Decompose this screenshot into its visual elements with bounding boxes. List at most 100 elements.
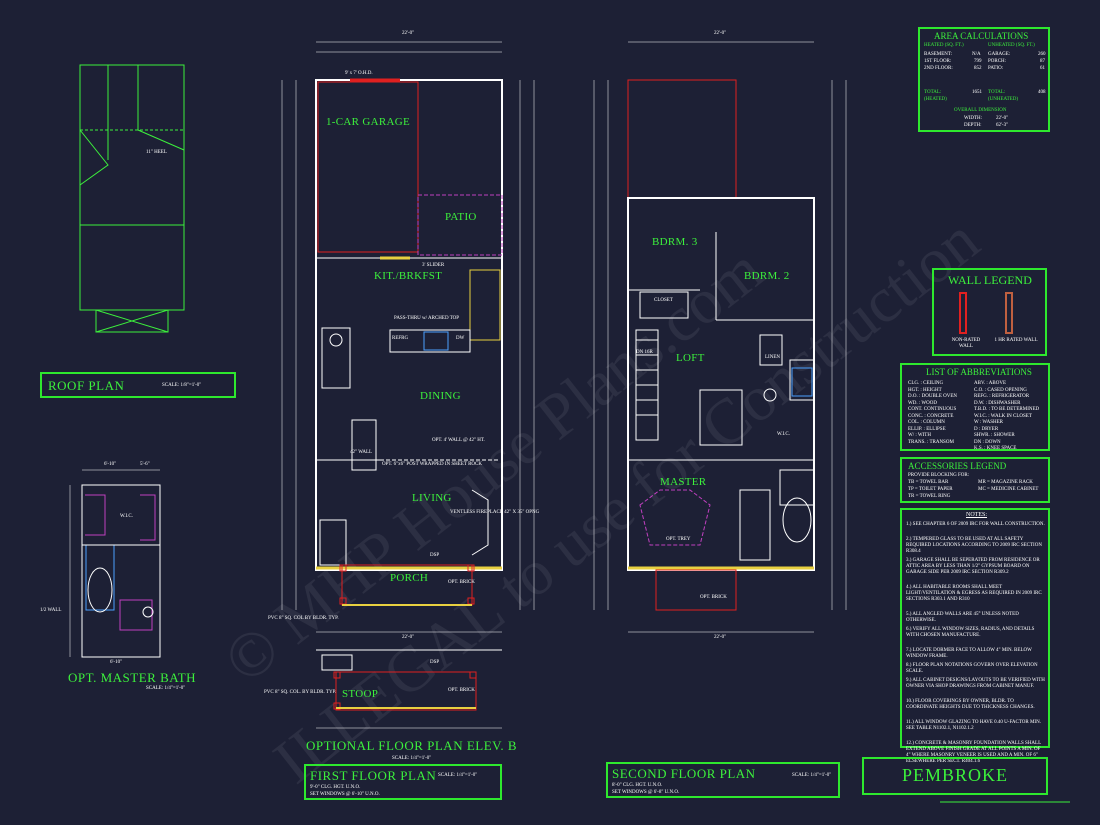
ff-overall-width: 22'-0"	[402, 31, 415, 36]
note-item-11: 11.) ALL WINDOW GLAZING TO HAVE 0.40 U-F…	[906, 720, 1041, 731]
abbreviation-right-8: D : DRYER	[974, 426, 999, 432]
note-item-8: 8.) FLOOR PLAN NOTATIONS GOVERN OVER ELE…	[906, 663, 1038, 674]
accessories-box: ACCESSORIES LEGEND PROVIDE BLOCKING FOR:…	[900, 457, 1050, 503]
ff-note-dsp: DSP	[430, 553, 440, 558]
wall-legend-title: WALL LEGEND	[948, 273, 1032, 287]
accessories-intro: PROVIDE BLOCKING FOR:	[908, 473, 970, 478]
unheated-row-2-value: 87	[1040, 59, 1045, 64]
heated-row-2-value: 799	[974, 59, 982, 64]
overall-depth-label: DEPTH:	[964, 123, 982, 128]
total-unheated-sub: (UNHEATED)	[988, 97, 1018, 102]
total-unheated-value: 408	[1038, 90, 1046, 95]
ff-note-dw: DW	[456, 336, 465, 341]
sf-note-trey: OPT. TREY	[666, 537, 691, 542]
ff-note-refrg: REFRG	[392, 336, 409, 341]
abbreviation-right-7: W : WASHER	[974, 420, 1003, 425]
abbreviation-right-3: REFG. : REFRIGERATOR	[974, 394, 1030, 399]
roof-plan-title: ROOF PLAN	[48, 378, 125, 393]
note-item-4: 4.) ALL HABITABLE ROOMS SHALL MEET LIGHT…	[906, 585, 1042, 602]
note-item-2: 2.) TEMPERED GLASS TO BE USED AT ALL SAF…	[906, 537, 1042, 554]
opt-master-bath-scale: SCALE: 1/4"=1'-0"	[146, 686, 186, 691]
ff-note-4ft-wall: OPT. 4' WALL @ 42" HT.	[432, 438, 485, 443]
wall-legend-box: WALL LEGEND NON-RATED WALL 1 HR RATED WA…	[932, 268, 1047, 356]
overall-width-value: 22'-0"	[996, 116, 1009, 121]
heated-row-1-label: BASEMENT:	[924, 52, 953, 57]
roof-plan-scale: SCALE: 1/8"=1'-0"	[162, 383, 202, 388]
room-living: LIVING	[412, 492, 452, 504]
first-floor-title: FIRST FLOOR PLAN	[310, 768, 437, 783]
abbreviation-left-1: CLG. : CEILING	[908, 381, 944, 386]
opt-master-bath-title: OPT. MASTER BATH	[68, 670, 197, 685]
abbreviation-left-5: CONT. CONTINUOUS	[908, 407, 957, 412]
wall-legend-item-2: 1 HR RATED WALL	[994, 338, 1038, 343]
room-porch: PORCH	[390, 572, 429, 584]
bath-dim-2: 5'-6"	[140, 462, 150, 467]
accessory-tb: TB = TOWEL BAR	[908, 480, 949, 485]
room-patio: PATIO	[445, 211, 477, 223]
abbreviation-left-3: D.O. : DOUBLE OVEN	[908, 394, 958, 399]
sf-note-linen: LINEN	[765, 355, 780, 360]
room-loft: LOFT	[676, 352, 705, 364]
room-dining: DINING	[420, 390, 461, 402]
sf-overall-width-bottom: 22'-0"	[714, 635, 727, 640]
area-calc-title: AREA CALCULATIONS	[934, 31, 1029, 41]
note-item-10: 10.) FLOOR COVERINGS BY OWNER, BLDR. TO …	[906, 699, 1035, 710]
accessory-mr: MR = MAGAZINE RACK	[978, 480, 1033, 485]
unheated-row-3-label: PATIO:	[988, 66, 1004, 71]
unheated-header: UNHEATED (SQ. FT.)	[988, 43, 1035, 48]
optional-elev-drawing	[316, 649, 502, 729]
ff-note-ohd: 9' x 7' O.H.D.	[345, 71, 373, 76]
first-floor-drawing	[281, 41, 535, 633]
total-heated-value: 1651	[972, 90, 982, 95]
ff-note-passthru: PASS-THRU w/ ARCHED TOP	[394, 316, 460, 321]
ff-overall-width-bottom: 22'-0"	[402, 635, 415, 640]
note-item-3: 3.) GARAGE SHALL BE SEPERATED FROM RESID…	[906, 558, 1040, 575]
heated-row-1-value: N/A	[972, 52, 981, 57]
accessories-title: ACCESSORIES LEGEND	[908, 461, 1007, 471]
note-item-6: 6.) VERIFY ALL WINDOW SIZES, RADIUS, AND…	[906, 627, 1035, 638]
sf-note-stair: DN 16R	[636, 350, 653, 355]
abbreviation-right-4: D.W. : DISHWASHER	[974, 400, 1021, 406]
optional-elev-title: OPTIONAL FLOOR PLAN ELEV. B	[306, 738, 518, 753]
heated-header: HEATED (SQ. FT.)	[924, 43, 964, 48]
first-floor-title-box: FIRST FLOOR PLAN SCALE: 1/4"=1'-0" 9'-0"…	[304, 764, 502, 800]
bath-dim-3: 6'-10"	[110, 660, 123, 665]
title-block-box: PEMBROKE	[862, 757, 1048, 795]
wall-legend-swatches	[959, 292, 1013, 334]
unheated-row-2-label: PORCH:	[988, 59, 1007, 64]
ff-note-42wall: 42" WALL	[350, 450, 373, 455]
first-floor-sub1: 9'-0" CLG. HGT. U.N.O.	[310, 785, 361, 790]
total-heated-label: TOTAL:	[924, 90, 942, 95]
heated-row-3-value: 852	[974, 66, 982, 71]
sf-overall-width: 22'-0"	[714, 31, 727, 36]
ff-note-slider: 3' SLIDER	[422, 263, 445, 268]
second-floor-sub2: SET WINDOWS @ 6'-8" U.N.O.	[612, 790, 680, 795]
note-item-12: 12.) CONCRETE & MASONRY FOUNDATION WALLS…	[906, 741, 1041, 764]
note-item-7: 7.) LOCATE DORMER FACE TO ALLOW 4" MIN. …	[906, 648, 1032, 659]
abbreviation-left-7: COL. : COLUMN	[908, 420, 945, 425]
abbreviation-right-2: C.O. : CASED OPENING	[974, 387, 1027, 393]
heated-row-2-label: 1ST FLOOR:	[924, 59, 952, 64]
sf-note-closet: CLOSET	[654, 298, 673, 303]
oe-note-dsp: DSP	[430, 660, 440, 665]
oe-note-pvc: PVC 8" SQ. COL. BY BLDR. TYP.	[264, 690, 337, 695]
master-bath-drawing	[69, 469, 161, 658]
abbreviation-right-9: SHWR. : SHOWER	[974, 433, 1015, 438]
accessory-mc: MC = MEDICINE CABINET	[978, 487, 1039, 492]
note-item-9: 9.) ALL CABINET DESIGNS/LAYOUTS TO BE VE…	[906, 678, 1045, 689]
notes-title: NOTES:	[966, 512, 987, 518]
overall-dim-header: OVERALL DIMENSION	[954, 108, 1007, 113]
project-name: PEMBROKE	[902, 765, 1009, 785]
first-floor-scale: SCALE: 1/4"=1'-0"	[438, 773, 478, 778]
roof-heel-label: 11" HEEL	[146, 150, 167, 155]
second-floor-scale: SCALE: 1/4"=1'-0"	[792, 773, 832, 778]
overall-width-label: WIDTH:	[964, 116, 983, 121]
wall-legend-item-1: NON-RATED WALL	[951, 338, 981, 349]
abbreviation-left-2: HGT. : HEIGHT	[908, 387, 942, 393]
sf-note-wic: W.I.C.	[777, 432, 791, 437]
bath-label-wic: W.I.C.	[120, 514, 134, 519]
accessory-tp: TP = TOILET PAPER	[908, 487, 953, 492]
second-floor-drawing	[593, 41, 847, 633]
